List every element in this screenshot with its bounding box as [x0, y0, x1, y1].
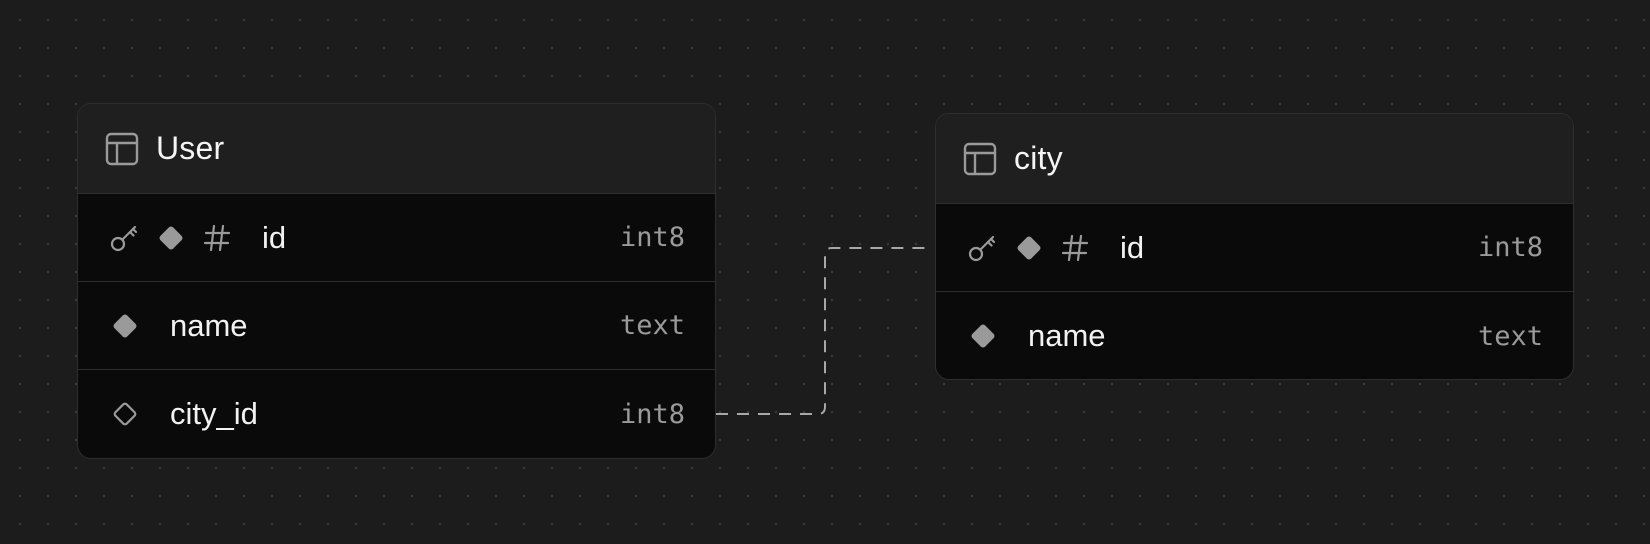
filled-diamond-icon [1012, 231, 1046, 265]
table-title: User [156, 130, 225, 166]
hash-icon [202, 223, 232, 253]
table-icon [104, 131, 140, 167]
relationship-edge-user-city[interactable] [716, 247, 925, 415]
column-name: city_id [170, 396, 258, 431]
column-row-city-id[interactable]: city_id int8 [78, 370, 715, 458]
key-icon [108, 222, 140, 254]
column-name: id [262, 219, 287, 255]
hash-icon [1060, 233, 1090, 263]
table-title: city [1014, 140, 1063, 176]
column-type: int8 [619, 398, 685, 430]
table-node-city[interactable]: city [935, 113, 1574, 380]
table-node-user[interactable]: User [77, 103, 716, 459]
table-header[interactable]: city [936, 114, 1573, 204]
table-header[interactable]: User [78, 104, 715, 194]
column-row-id[interactable]: id int8 [936, 204, 1573, 292]
column-name: name [1028, 318, 1106, 353]
column-type: int8 [1477, 232, 1543, 263]
filled-diamond-icon [966, 319, 1000, 353]
filled-diamond-icon [154, 221, 188, 255]
column-row-id[interactable]: id int8 [78, 194, 715, 282]
column-type: text [1477, 320, 1543, 352]
column-type: text [619, 310, 685, 341]
column-type: int8 [619, 222, 685, 253]
column-row-name[interactable]: name text [78, 282, 715, 370]
key-icon [966, 232, 998, 264]
column-name: name [170, 307, 248, 343]
column-name: id [1120, 229, 1145, 265]
column-row-name[interactable]: name text [936, 292, 1573, 379]
outline-diamond-icon [108, 397, 142, 431]
filled-diamond-icon [108, 309, 142, 343]
table-icon [962, 141, 998, 177]
